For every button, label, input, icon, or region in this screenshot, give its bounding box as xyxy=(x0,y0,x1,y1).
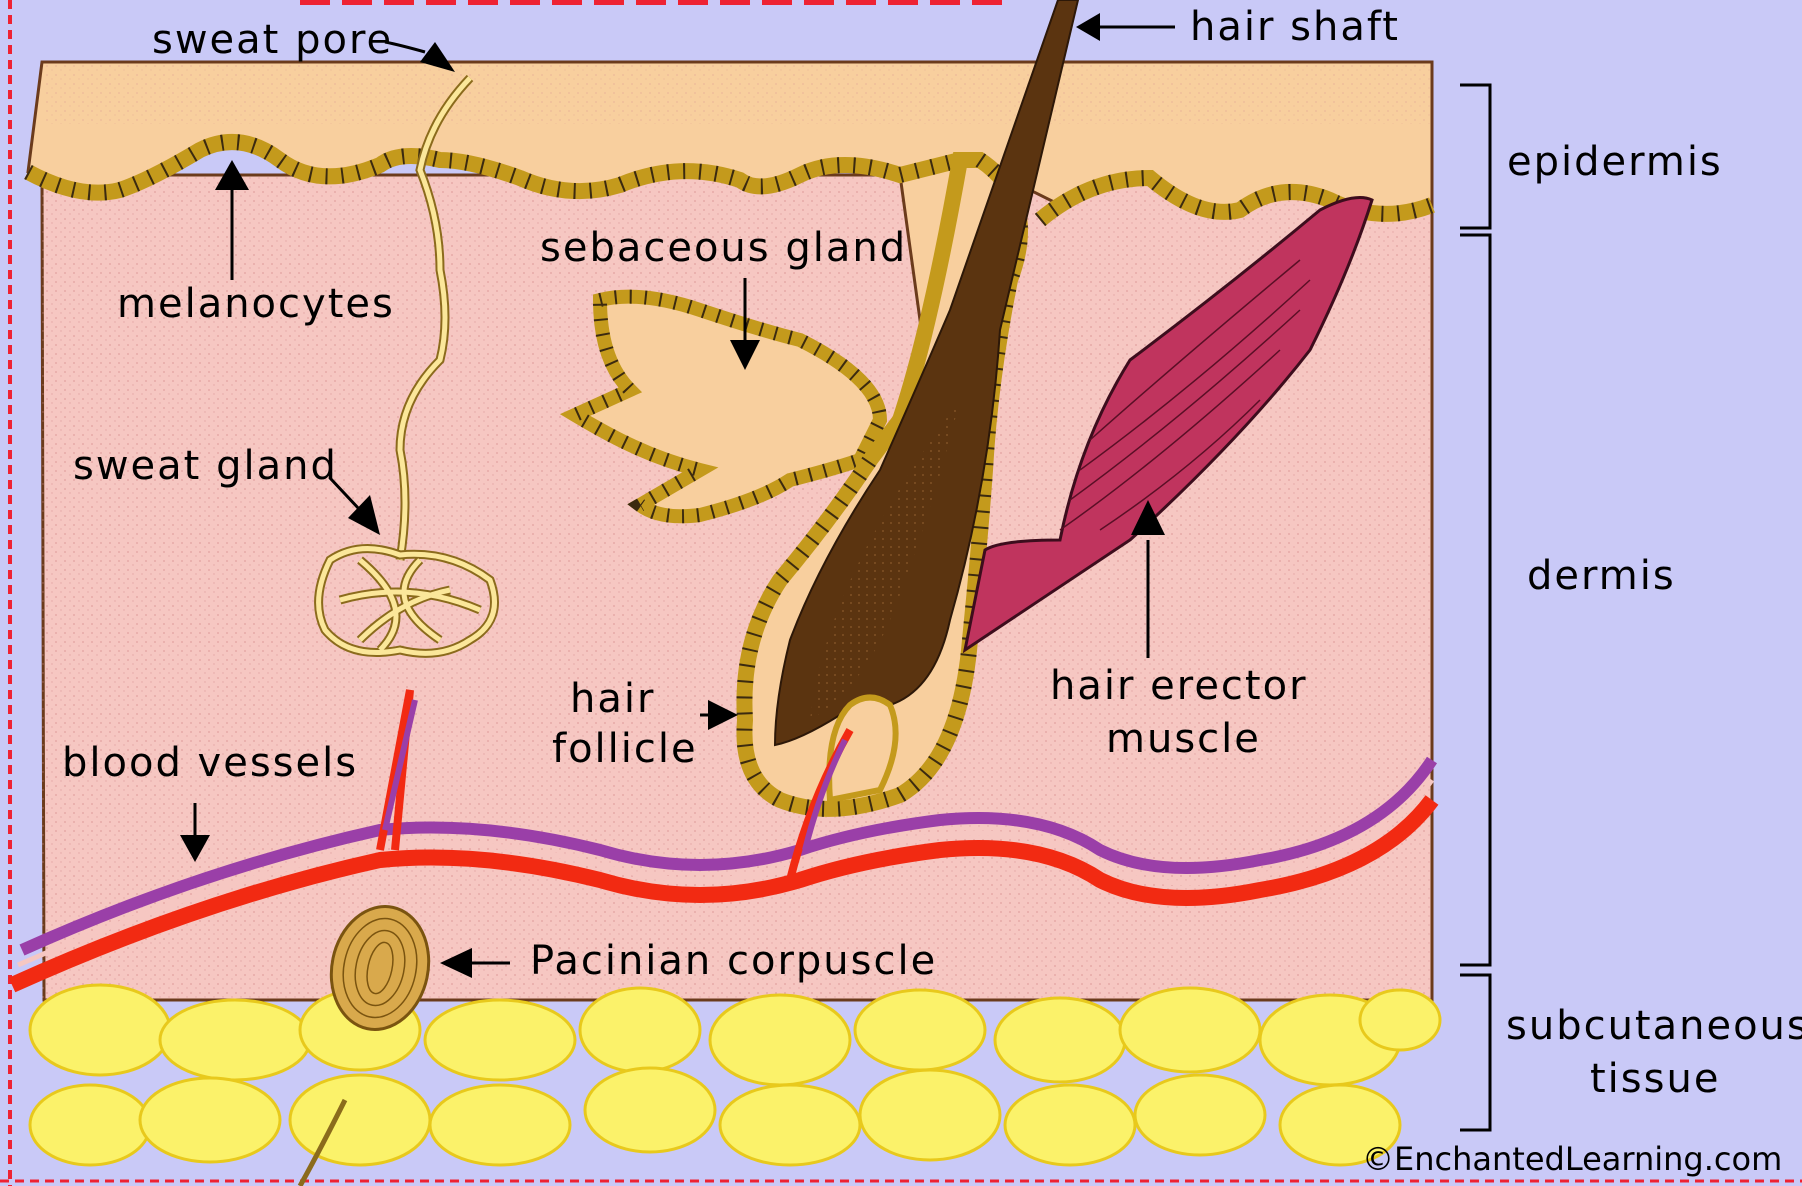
copyright-text: ©EnchantedLearning.com xyxy=(1362,1140,1782,1178)
label-blood-vessels: blood vessels xyxy=(62,737,358,789)
label-subcutaneous-line2: tissue xyxy=(1590,1053,1720,1105)
label-pacinian-corpuscle: Pacinian corpuscle xyxy=(530,935,937,987)
label-sweat-gland: sweat gland xyxy=(73,440,338,492)
label-hair-shaft: hair shaft xyxy=(1190,1,1400,53)
label-sweat-pore: sweat pore xyxy=(152,14,393,66)
layer-brackets xyxy=(1460,85,1490,1130)
label-hair-follicle-line2: follicle xyxy=(552,723,698,775)
fat-cells xyxy=(30,985,1440,1165)
label-hair-follicle-line1: hair xyxy=(570,673,655,725)
label-epidermis: epidermis xyxy=(1507,136,1723,188)
label-melanocytes: melanocytes xyxy=(117,278,395,330)
label-hair-erector-line1: hair erector xyxy=(1050,660,1308,712)
label-hair-erector-line2: muscle xyxy=(1106,713,1261,765)
label-subcutaneous-line1: subcutaneous xyxy=(1506,1000,1802,1052)
label-dermis: dermis xyxy=(1527,550,1676,602)
label-sebaceous-gland: sebaceous gland xyxy=(540,222,907,274)
